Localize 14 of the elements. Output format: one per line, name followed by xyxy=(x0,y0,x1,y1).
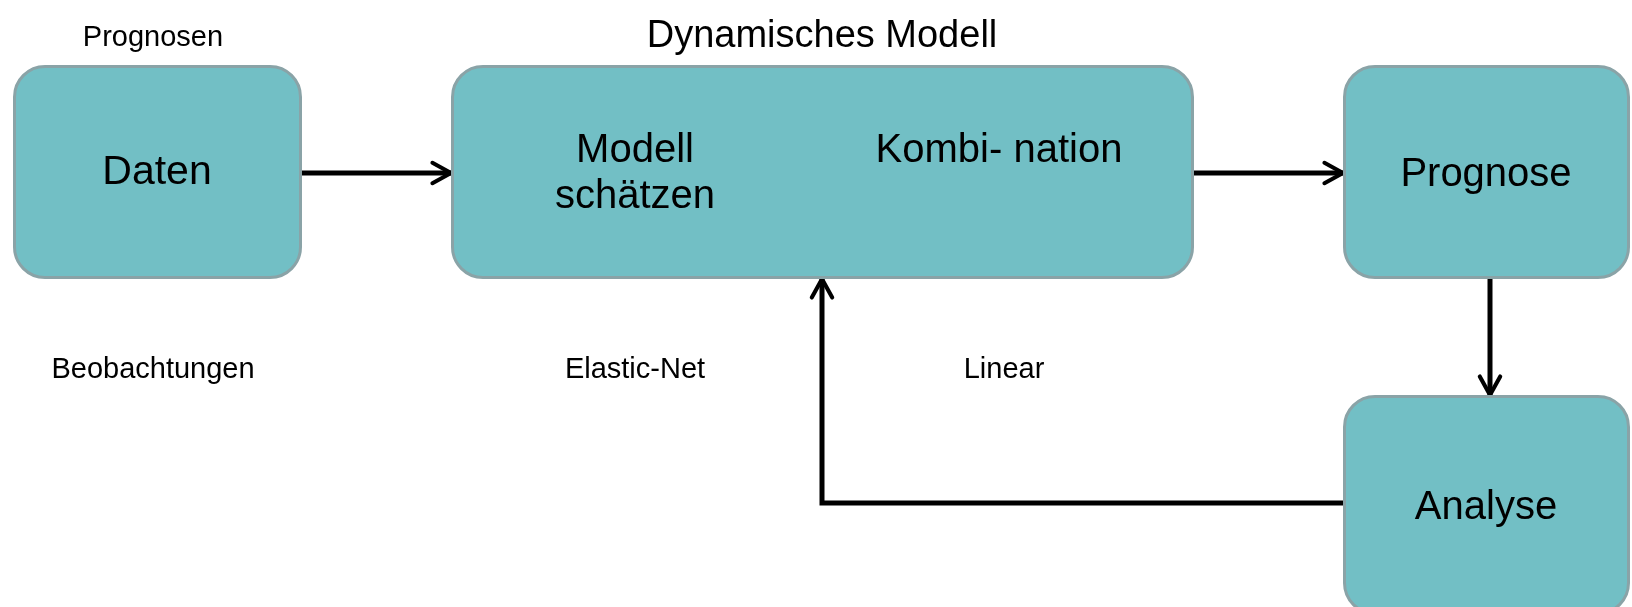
annotation-text: Linear xyxy=(962,352,1046,386)
node-label: Analyse xyxy=(1413,482,1559,528)
process-box xyxy=(1343,65,1630,279)
annotation-text: Prognosen xyxy=(81,20,225,54)
annotation-text: Beobachtungen xyxy=(50,352,256,386)
process-box xyxy=(451,65,1194,279)
diagram-heading: Dynamisches Modell xyxy=(645,13,999,57)
node-label: Modell schätzen xyxy=(553,125,717,217)
process-box xyxy=(13,65,302,279)
node-label: Kombi- nation xyxy=(874,125,1124,171)
node-label: Prognose xyxy=(1399,149,1573,195)
annotation-text: Elastic-Net xyxy=(563,352,707,386)
process-box xyxy=(1343,395,1630,607)
node-label: Daten xyxy=(101,147,213,195)
